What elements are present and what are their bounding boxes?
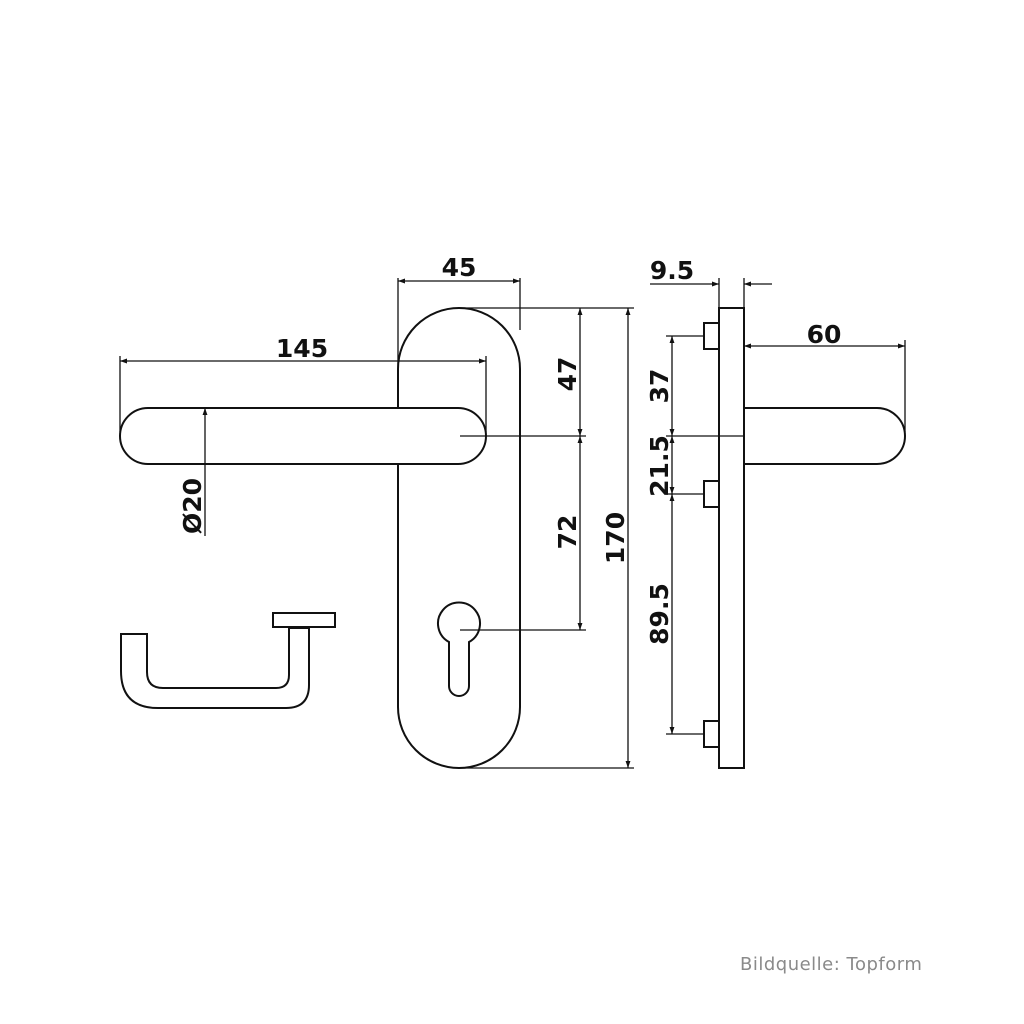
dim-pin-top-to-handle: 37 <box>645 369 674 404</box>
back-plate <box>397 307 521 769</box>
front-view <box>119 307 521 769</box>
dim-handle-diameter: Ø20 <box>178 478 207 534</box>
side-view <box>703 307 906 769</box>
dim-plate-height: 170 <box>601 512 630 564</box>
dim-handle-length: 145 <box>276 334 328 363</box>
image-credit: Bildquelle: Topform <box>740 954 923 975</box>
pin-middle <box>703 480 720 508</box>
side-dimensions <box>650 278 906 735</box>
dim-handle-to-keyhole: 72 <box>553 515 582 550</box>
dim-plate-width: 45 <box>442 253 477 282</box>
keyhole <box>437 601 481 697</box>
dim-handle-to-pin-mid: 21.5 <box>645 435 674 497</box>
top-view <box>120 612 336 709</box>
rosette-top <box>272 612 336 628</box>
dim-plate-thickness: 9.5 <box>650 256 694 285</box>
handle-side <box>744 407 906 465</box>
pin-bottom <box>703 720 720 748</box>
dim-plate-top-to-handle: 47 <box>553 357 582 392</box>
front-dimensions <box>119 278 634 769</box>
lever-top-profile <box>120 627 310 709</box>
dim-pin-mid-to-pin-bottom: 89.5 <box>645 583 674 645</box>
pin-top <box>703 322 720 350</box>
plate-side <box>718 307 745 769</box>
lever-handle <box>119 407 487 465</box>
dim-handle-projection: 60 <box>807 320 842 349</box>
